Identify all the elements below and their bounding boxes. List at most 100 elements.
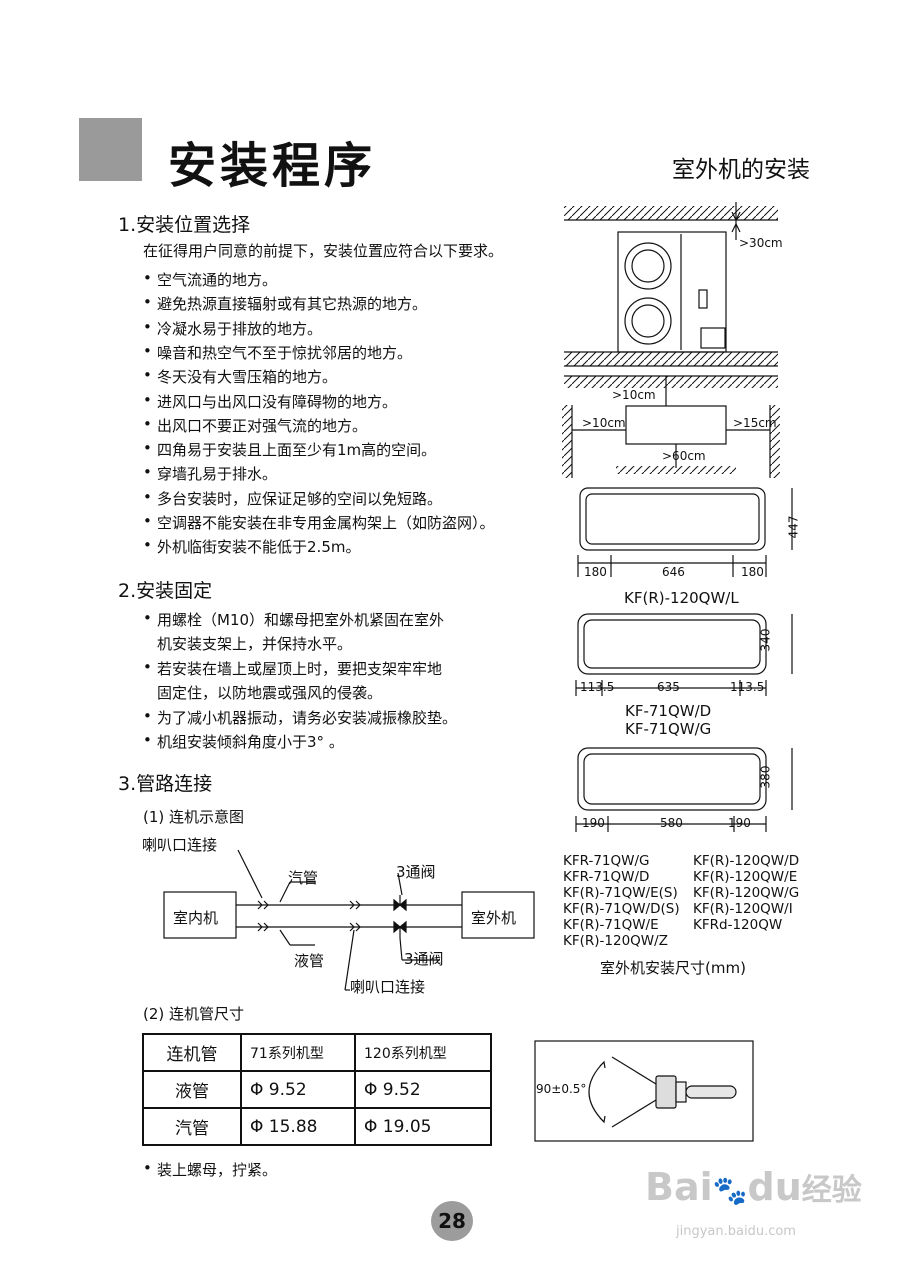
model-name-left: KFR-71QW/D — [563, 869, 650, 885]
section3-sub1: (1) 连机示意图 — [143, 808, 245, 826]
model-name-right: KF(R)-120QW/E — [693, 869, 798, 885]
table-cell-value: 9.52 — [268, 1079, 307, 1100]
fig3-d3: 190 — [728, 816, 751, 830]
section1-item: 冬天没有大雪压箱的地方。 — [143, 366, 337, 387]
pipe-size-table: 连机管 71系列机型 120系列机型 液管 Φ 9.52 Φ 9.52 汽管 Φ… — [142, 1033, 492, 1146]
table-header-cell: 71系列机型 — [240, 1033, 356, 1072]
section1-heading: 1.安装位置选择 — [118, 214, 251, 236]
header-gray-block — [79, 118, 142, 181]
section3-sub2: (2) 连机管尺寸 — [143, 1005, 245, 1023]
outdoor-unit-box — [461, 891, 535, 939]
table-cell-value: 15.88 — [268, 1116, 318, 1137]
fig3-d2: 580 — [660, 816, 683, 830]
gas-pipe-label: 汽管 — [288, 869, 319, 887]
section1-item: 噪音和热空气不至于惊扰邻居的地方。 — [143, 342, 412, 363]
model-name-left: KF(R)-120QW/Z — [563, 933, 668, 949]
phi-symbol: Φ — [364, 1079, 378, 1100]
clearance-right-label: >15cm — [733, 416, 777, 430]
angle-label: 90±0.5° — [536, 1082, 587, 1096]
section2-item-1a: 用螺栓（M10）和螺母把室外机紧固在室外 — [143, 609, 444, 630]
section1-item: 冷凝水易于排放的地方。 — [143, 318, 322, 339]
watermark-brand-b: du — [747, 1165, 802, 1209]
fig2-h: 340 — [758, 628, 773, 652]
clearance-top-label: >30cm — [739, 236, 783, 250]
model-name-right: KF(R)-120QW/D — [693, 853, 800, 869]
watermark-brand-c: 经验 — [801, 1173, 862, 1208]
fig1-h: 447 — [786, 515, 801, 539]
section2-item-4: 机组安装倾斜角度小于3° 。 — [143, 731, 344, 752]
phi-symbol: Φ — [364, 1116, 378, 1137]
fig1-d1: 180 — [584, 565, 607, 579]
section1-item: 多台安装时，应保证足够的空间以免短路。 — [143, 488, 442, 509]
flare-label-bottom: 喇叭口连接 — [350, 978, 426, 996]
outdoor-unit-top — [625, 405, 727, 445]
page-title: 安装程序 — [168, 138, 377, 194]
flare-label-top: 喇叭口连接 — [142, 836, 218, 854]
section2-item-2a: 若安装在墙上或屋顶上时，要把支架牢牢地 — [143, 658, 442, 679]
valve-label-bottom: 3通阀 — [404, 950, 444, 968]
model-name-left: KFR-71QW/G — [563, 853, 650, 869]
outdoor-unit-label: 室外机 — [471, 909, 517, 927]
fig1-d3: 180 — [741, 565, 764, 579]
clearance-front-label: >60cm — [662, 449, 706, 463]
fig2-d1: 113.5 — [580, 680, 615, 694]
model-name-right: KF(R)-120QW/I — [693, 901, 793, 917]
table-header-cell: 120系列机型 — [354, 1033, 492, 1072]
fig2-caption1: KF-71QW/D — [625, 702, 712, 720]
liquid-pipe-label: 液管 — [294, 952, 325, 970]
model-name-right: KF(R)-120QW/G — [693, 885, 800, 901]
three-way-valve-bottom — [393, 920, 407, 934]
section3-note: 装上螺母，拧紧。 — [143, 1159, 277, 1180]
clearance-front-top-label: >10cm — [612, 388, 656, 402]
section2-item-1b: 机安装支架上，并保持水平。 — [157, 635, 353, 653]
section1-item: 进风口与出风口没有障碍物的地方。 — [143, 391, 397, 412]
section1-item: 穿墙孔易于排水。 — [143, 463, 277, 484]
fig2-d3: 113.5 — [730, 680, 765, 694]
section1-intro: 在征得用户同意的前提下，安装位置应符合以下要求。 — [143, 242, 504, 260]
section1-item: 四角易于安装且上面至少有1m高的空间。 — [143, 439, 436, 460]
model-name-left: KF(R)-71QW/D(S) — [563, 901, 680, 917]
section1-item: 外机临街安装不能低于2.5m。 — [143, 536, 361, 557]
flare-angle-diagram — [534, 1040, 754, 1142]
phi-symbol: Φ — [250, 1079, 264, 1100]
table-cell: 液管 — [142, 1070, 242, 1109]
fig3-d1: 190 — [582, 816, 605, 830]
connection-diagram — [163, 849, 535, 991]
dim-caption: 室外机安装尺寸(mm) — [600, 959, 746, 977]
fig2-d2: 635 — [657, 680, 680, 694]
model-name-right: KFRd-120QW — [693, 917, 783, 933]
model-name-left: KF(R)-71QW/E(S) — [563, 885, 678, 901]
page-number: 28 — [431, 1201, 473, 1241]
table-cell-value: 19.05 — [382, 1116, 432, 1137]
table-header-cell: 连机管 — [142, 1033, 242, 1072]
clearance-diagram — [562, 202, 780, 478]
section2-heading: 2.安装固定 — [118, 580, 213, 602]
valve-label-top: 3通阀 — [396, 863, 436, 881]
phi-symbol: Φ — [250, 1116, 264, 1137]
section2-item-3: 为了减小机器振动，请务必安装减振橡胶垫。 — [143, 707, 457, 728]
fig1-d2: 646 — [662, 565, 685, 579]
table-cell: Φ 9.52 — [240, 1070, 356, 1109]
section1-item: 避免热源直接辐射或有其它热源的地方。 — [143, 293, 427, 314]
table-row: 液管 Φ 9.52 Φ 9.52 — [142, 1070, 492, 1109]
indoor-unit-box — [163, 891, 237, 939]
watermark-brand-a: Bai — [645, 1165, 713, 1209]
table-cell-value: 9.52 — [382, 1079, 421, 1100]
fig1-caption: KF(R)-120QW/L — [624, 589, 739, 607]
fig3-h: 380 — [758, 765, 773, 789]
watermark-logo: Bai🐾du经验 — [645, 1165, 862, 1209]
section1-item: 空气流通的地方。 — [143, 269, 277, 290]
section1-item: 出风口不要正对强气流的地方。 — [143, 415, 367, 436]
paw-icon: 🐾 — [712, 1174, 748, 1207]
table-header-row: 连机管 71系列机型 120系列机型 — [142, 1033, 492, 1072]
page-subtitle: 室外机的安装 — [672, 157, 810, 183]
table-cell: Φ 9.52 — [354, 1070, 492, 1109]
fig2-caption2: KF-71QW/G — [625, 720, 712, 738]
section1-item: 空调器不能安装在非专用金属构架上（如防盗网）。 — [143, 512, 494, 533]
watermark-url: jingyan.baidu.com — [676, 1224, 796, 1239]
table-row: 汽管 Φ 15.88 Φ 19.05 — [142, 1107, 492, 1146]
outdoor-unit-front — [617, 231, 727, 353]
table-cell: 汽管 — [142, 1107, 242, 1146]
